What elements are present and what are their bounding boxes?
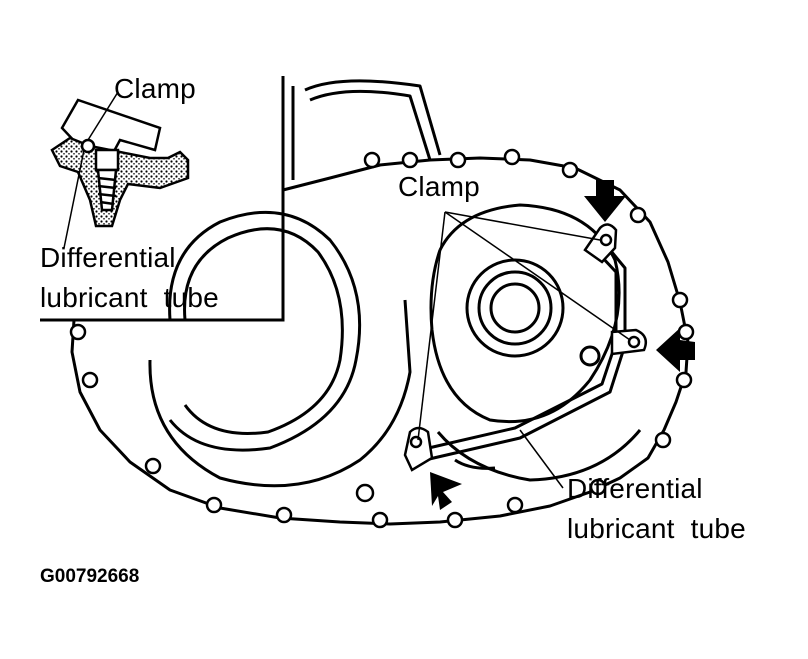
inset-cross-section	[50, 98, 190, 228]
case-outline	[40, 76, 690, 526]
inset-tube-label-line1: Differential	[40, 242, 176, 273]
main-tube-label-line2: lubricant tube	[567, 513, 746, 544]
main-tube-label-line1: Differential	[567, 473, 703, 504]
flange-bolt-holes	[69, 148, 695, 529]
arrow-right-icon	[656, 328, 695, 372]
main-clamp-label: Clamp	[398, 171, 480, 202]
figure-code: G00792668	[40, 566, 140, 587]
inset-tube-label-line2: lubricant tube	[40, 282, 219, 313]
inset-clamp-label: Clamp	[114, 73, 196, 104]
left-bore	[148, 210, 412, 488]
tube-clamp-top	[583, 223, 618, 264]
tube-clamp-middle	[610, 328, 647, 356]
clamp-leader-lines	[417, 211, 631, 441]
arrow-top-icon	[584, 180, 626, 222]
inset-leader-lines	[63, 91, 119, 249]
lubricant-tube	[419, 244, 627, 462]
tube-leader-line	[519, 429, 564, 489]
arrow-bottom-icon	[430, 472, 462, 510]
inset-frame	[40, 76, 285, 322]
